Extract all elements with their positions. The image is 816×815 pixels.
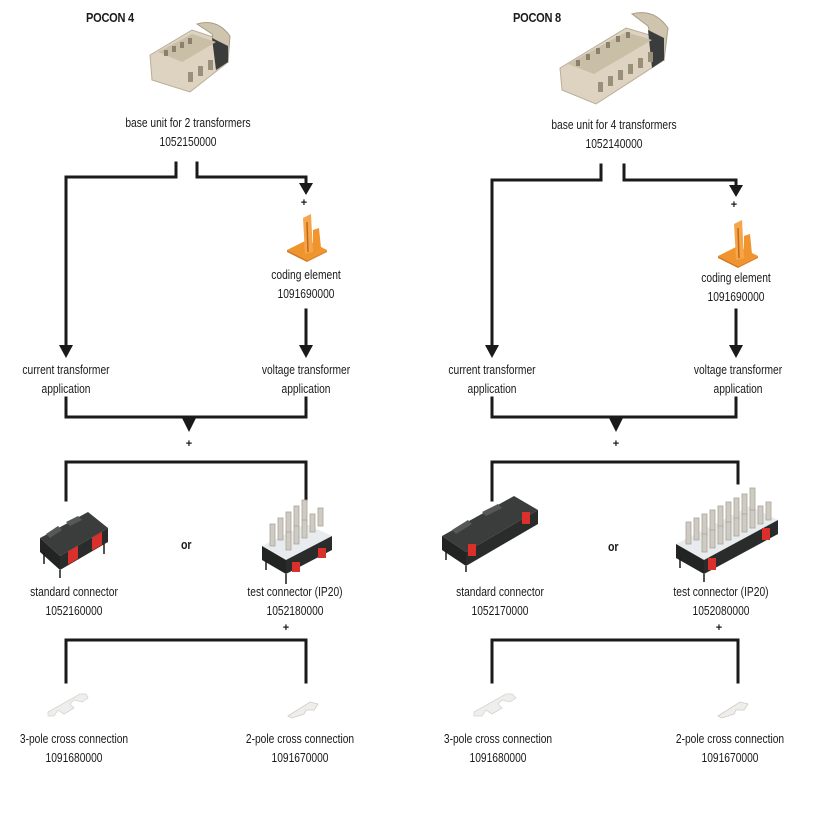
test-connector-name: test connector (IP20)	[673, 585, 769, 599]
pocon-8-base-unit-image	[559, 12, 669, 105]
voltage-app-line2: application	[281, 382, 331, 396]
current-app-line2: application	[467, 382, 517, 396]
standard-connector-image	[40, 512, 108, 578]
arrow-merge-left	[182, 418, 196, 432]
3-pole-cross-connection-image	[47, 693, 89, 717]
3-pole-cross-connection-image	[473, 693, 517, 717]
standard-connector-label: standard connector 1052170000	[451, 583, 549, 621]
line-connector-bracket-left	[64, 460, 308, 502]
cross-3pole-part-no: 1091680000	[45, 751, 103, 765]
base-unit-name: base unit for 4 transformers	[551, 118, 677, 132]
line-connector-bracket-right	[490, 460, 740, 502]
test-connector-part-no: 1052180000	[266, 604, 324, 618]
coding-element-label: coding element 1091690000	[687, 269, 785, 307]
cross-2pole-name: 2-pole cross connection	[675, 732, 785, 746]
2-pole-cross-connection-image	[717, 701, 749, 719]
coding-element-name: coding element	[701, 271, 771, 285]
test-connector-image	[262, 499, 332, 584]
arrow-to-coding-right	[729, 185, 743, 197]
coding-element-image	[287, 214, 327, 262]
pocon-4-title: POCON 4	[86, 10, 134, 25]
or-label: or	[607, 540, 619, 554]
voltage-app-line1: voltage transformer	[693, 363, 783, 377]
line-base-to-coding-left	[195, 161, 308, 187]
plus-sign: +	[730, 199, 738, 211]
standard-connector-name: standard connector	[456, 585, 544, 599]
line-apps-merge-left	[64, 396, 308, 419]
standard-connector-part-no: 1052160000	[45, 604, 103, 618]
cross-3pole-name: 3-pole cross connection	[443, 732, 553, 746]
2-pole-cross-connection-label: 2-pole cross connection 1091670000	[673, 730, 788, 768]
arrow-to-current-left	[59, 345, 73, 358]
standard-connector-label: standard connector 1052160000	[25, 583, 123, 621]
coding-element-name: coding element	[271, 268, 341, 282]
line-cross-bracket-left	[64, 638, 308, 684]
3-pole-cross-connection-label: 3-pole cross connection 1091680000	[441, 730, 556, 768]
arrow-to-voltage-right	[729, 345, 743, 358]
base-unit-part-no: 1052140000	[585, 137, 643, 151]
standard-connector-part-no: 1052170000	[471, 604, 529, 618]
current-app-line2: application	[41, 382, 91, 396]
arrow-to-current-right	[485, 345, 499, 358]
line-base-to-current-left	[64, 161, 178, 347]
base-unit-name: base unit for 2 transformers	[125, 116, 251, 130]
plus-sign: +	[715, 622, 723, 634]
voltage-app-line1: voltage transformer	[261, 363, 351, 377]
current-app-line1: current transformer	[22, 363, 110, 377]
arrow-merge-right	[609, 418, 623, 432]
test-connector-image	[676, 487, 778, 582]
line-base-to-current-right	[490, 163, 603, 347]
cross-2pole-part-no: 1091670000	[271, 751, 329, 765]
standard-connector-name: standard connector	[30, 585, 118, 599]
voltage-app-line2: application	[713, 382, 763, 396]
coding-element-image	[718, 220, 758, 268]
arrow-to-coding-left	[299, 183, 313, 195]
test-connector-name: test connector (IP20)	[247, 585, 343, 599]
cross-3pole-name: 3-pole cross connection	[19, 732, 129, 746]
current-transformer-application-label: current transformer application	[17, 361, 115, 399]
3-pole-cross-connection-label: 3-pole cross connection 1091680000	[17, 730, 132, 768]
current-app-line1: current transformer	[448, 363, 536, 377]
line-base-to-coding-right	[622, 163, 738, 190]
pocon-8-base-unit-label: base unit for 4 transformers 1052140000	[532, 116, 696, 154]
voltage-transformer-application-label: voltage transformer application	[689, 361, 787, 399]
cross-3pole-part-no: 1091680000	[469, 751, 527, 765]
2-pole-cross-connection-image	[287, 701, 319, 719]
plus-sign: +	[612, 438, 620, 450]
current-transformer-application-label: current transformer application	[443, 361, 541, 399]
voltage-transformer-application-label: voltage transformer application	[257, 361, 355, 399]
test-connector-part-no: 1052080000	[692, 604, 750, 618]
coding-element-label: coding element 1091690000	[257, 266, 355, 304]
coding-element-part-no: 1091690000	[707, 290, 765, 304]
cross-2pole-name: 2-pole cross connection	[245, 732, 355, 746]
plus-sign: +	[282, 622, 290, 634]
2-pole-cross-connection-label: 2-pole cross connection 1091670000	[243, 730, 358, 768]
test-connector-label: test connector (IP20) 1052080000	[668, 583, 775, 621]
pocon-4-base-unit-label: base unit for 2 transformers 1052150000	[106, 114, 270, 152]
plus-sign: +	[185, 438, 193, 450]
line-apps-merge-right	[490, 396, 738, 419]
standard-connector-image	[442, 496, 538, 572]
pocon-8-title: POCON 8	[513, 10, 561, 25]
cross-2pole-part-no: 1091670000	[701, 751, 759, 765]
arrow-to-voltage-left	[299, 345, 313, 358]
test-connector-label: test connector (IP20) 1052180000	[242, 583, 349, 621]
coding-element-part-no: 1091690000	[277, 287, 335, 301]
base-unit-part-no: 1052150000	[159, 135, 217, 149]
or-label: or	[180, 538, 192, 552]
pocon-4-base-unit-image	[149, 22, 231, 93]
line-cross-bracket-right	[490, 638, 740, 684]
plus-sign: +	[300, 197, 308, 209]
